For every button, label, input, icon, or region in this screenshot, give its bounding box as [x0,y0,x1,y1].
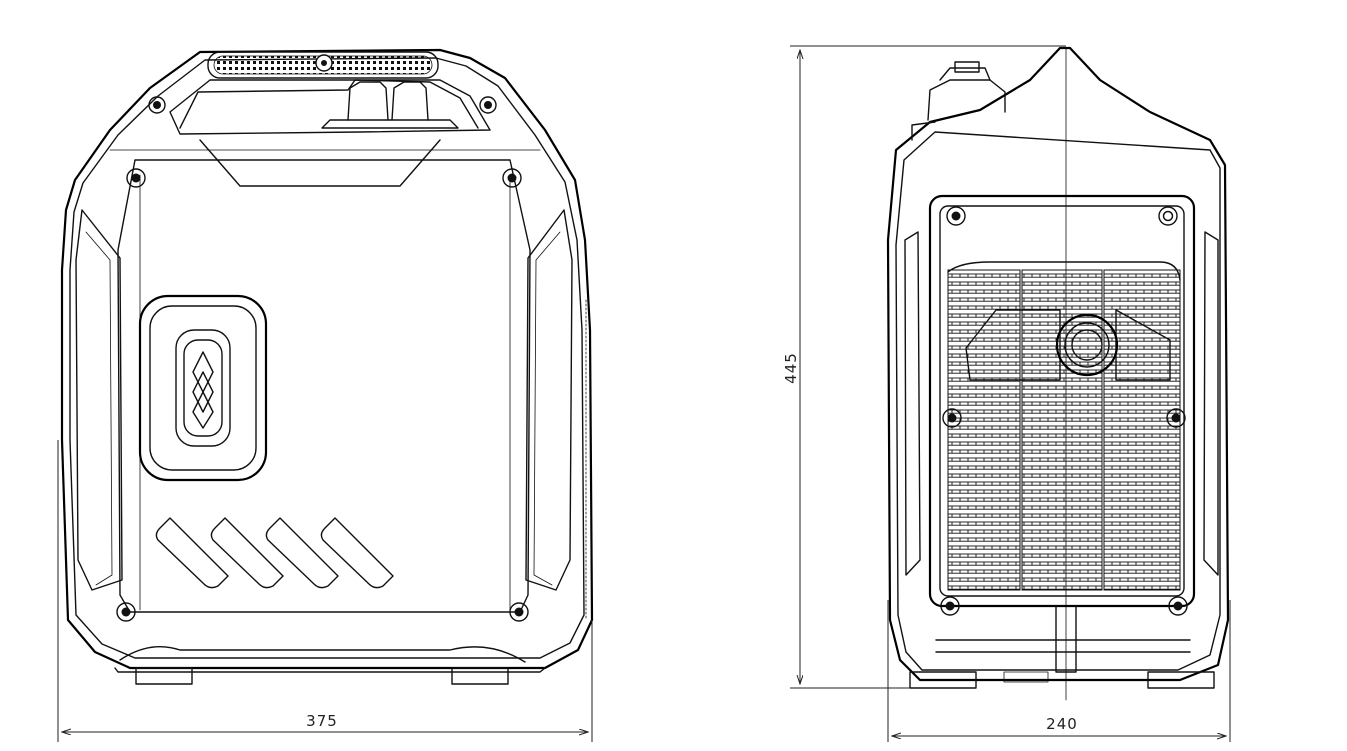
screw-icon [940,596,960,616]
screw-icon [1168,596,1188,616]
screw-icon [116,602,136,622]
screw-icon [126,168,146,188]
screw-icon [1158,206,1178,226]
dimension-label-375: 375 [306,712,338,730]
cooling-grille [947,261,1181,591]
dimension-label-445: 445 [782,352,800,384]
screw-icon [509,602,529,622]
screw-icon [148,96,166,114]
vent-slots [155,517,394,589]
dimension-label-240: 240 [1046,715,1078,733]
screw-icon [502,168,522,188]
exhaust-outlet [965,309,1171,381]
screw-icon [942,408,962,428]
screw-icon [1166,408,1186,428]
screw-icon [946,206,966,226]
screw-icon [479,96,497,114]
width-dimension-front: 375 [57,440,593,742]
logo-badge [138,294,268,482]
height-dimension: 445 [782,45,1066,689]
side-view [886,46,1230,701]
front-view [60,48,594,685]
width-dimension-side: 240 [887,600,1231,742]
